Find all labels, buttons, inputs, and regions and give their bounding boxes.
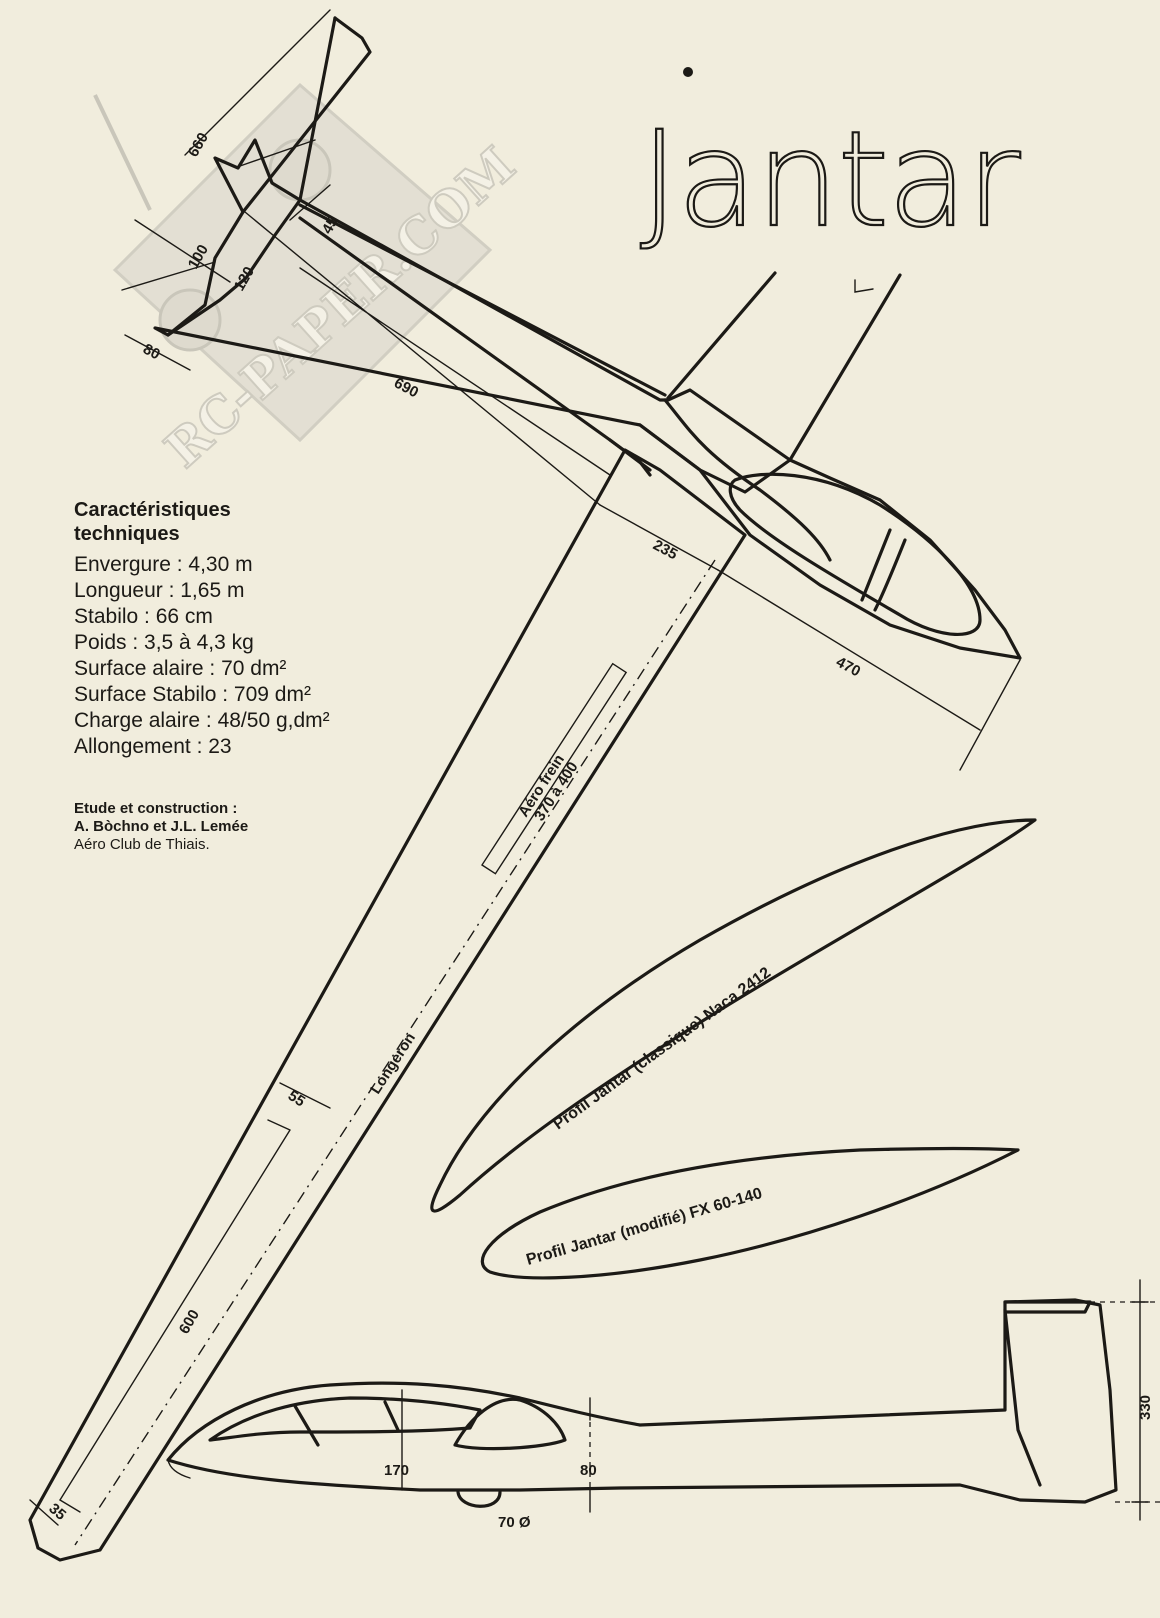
spec-item: Surface Stabilo : 709 dm²	[74, 683, 311, 706]
dim-stab-80: 80	[140, 341, 163, 364]
label-profile-classic: Profil Jantar (classique) Naca 2412	[550, 964, 774, 1133]
spec-item: Allongement : 23	[74, 735, 232, 758]
credits-line1: Etude et construction :	[74, 800, 238, 817]
dim-170: 170	[384, 1462, 409, 1479]
stabilizer-outline	[153, 16, 792, 494]
spec-item: Longueur : 1,65 m	[74, 579, 245, 602]
fin-top	[1003, 1300, 1092, 1314]
stabilizer-trailing-edge	[166, 16, 337, 337]
side-dimension-lines	[401, 1279, 1160, 1521]
wing-root-fillet	[663, 398, 832, 562]
label-profile-modified: Profil Jantar (modifié) FX 60-140	[524, 1185, 764, 1269]
dim-stab-span: 660	[185, 130, 212, 160]
spec-item: Charge alaire : 48/50 g,dm²	[74, 709, 330, 732]
dim-600: 600	[176, 1307, 203, 1337]
wing-outline	[28, 448, 747, 1562]
fin-mark	[854, 279, 874, 293]
specs-heading-line1: Caractéristiques	[74, 499, 231, 521]
aileron-tip	[59, 1499, 81, 1513]
credits-line3: Aéro Club de Thiais.	[74, 836, 210, 853]
wheel-side	[456, 1490, 502, 1508]
title: Jantar	[640, 103, 1021, 257]
fairing-side	[453, 1397, 567, 1451]
credits-block: Etude et construction : A. Bòchno et J.L…	[74, 800, 454, 854]
profile-fx-60-140	[480, 1146, 1020, 1280]
canopy-plan	[728, 472, 982, 637]
specifications-block: Caractéristiques techniques Envergure : …	[74, 498, 454, 760]
credits-line2: A. Bòchno et J.L. Lemée	[74, 818, 249, 835]
fuselage-side	[166, 1298, 1118, 1504]
airbrake-rect	[481, 662, 628, 875]
spec-item: Envergure : 4,30 m	[74, 553, 253, 576]
fin-leading-edge	[1003, 1308, 1042, 1487]
watermark-stick-right	[268, 138, 332, 202]
stabilizer-rear	[298, 203, 667, 397]
side-nose-detail	[167, 1459, 191, 1479]
canopy-frame-side	[293, 1400, 400, 1447]
spec-item: Poids : 3,5 à 4,3 kg	[74, 631, 254, 654]
dim-235: 235	[650, 537, 680, 564]
dim-330: 330	[1137, 1395, 1154, 1420]
specs-list: Envergure : 4,30 m Longueur : 1,65 m Sta…	[74, 552, 454, 760]
spec-item: Stabilo : 66 cm	[74, 605, 213, 628]
canopy-frame	[860, 528, 907, 612]
specs-heading-line2: techniques	[74, 523, 180, 545]
dim-55: 55	[285, 1087, 308, 1110]
aileron-line	[59, 1119, 291, 1501]
dim-80: 80	[580, 1462, 597, 1479]
fuselage-plan	[638, 423, 1022, 660]
wing-root-cap	[608, 438, 652, 477]
dim-690: 690	[391, 375, 421, 402]
dimension-lines	[29, 9, 1021, 1526]
canopy-side	[208, 1396, 482, 1442]
title-dot	[683, 67, 693, 77]
dim-stab-tip: 45	[319, 214, 342, 237]
spec-item: Surface alaire : 70 dm²	[74, 657, 287, 680]
dim-wheel: 70 Ø	[498, 1514, 531, 1531]
profile-naca-2412	[430, 818, 1037, 1213]
dim-470: 470	[833, 654, 863, 681]
